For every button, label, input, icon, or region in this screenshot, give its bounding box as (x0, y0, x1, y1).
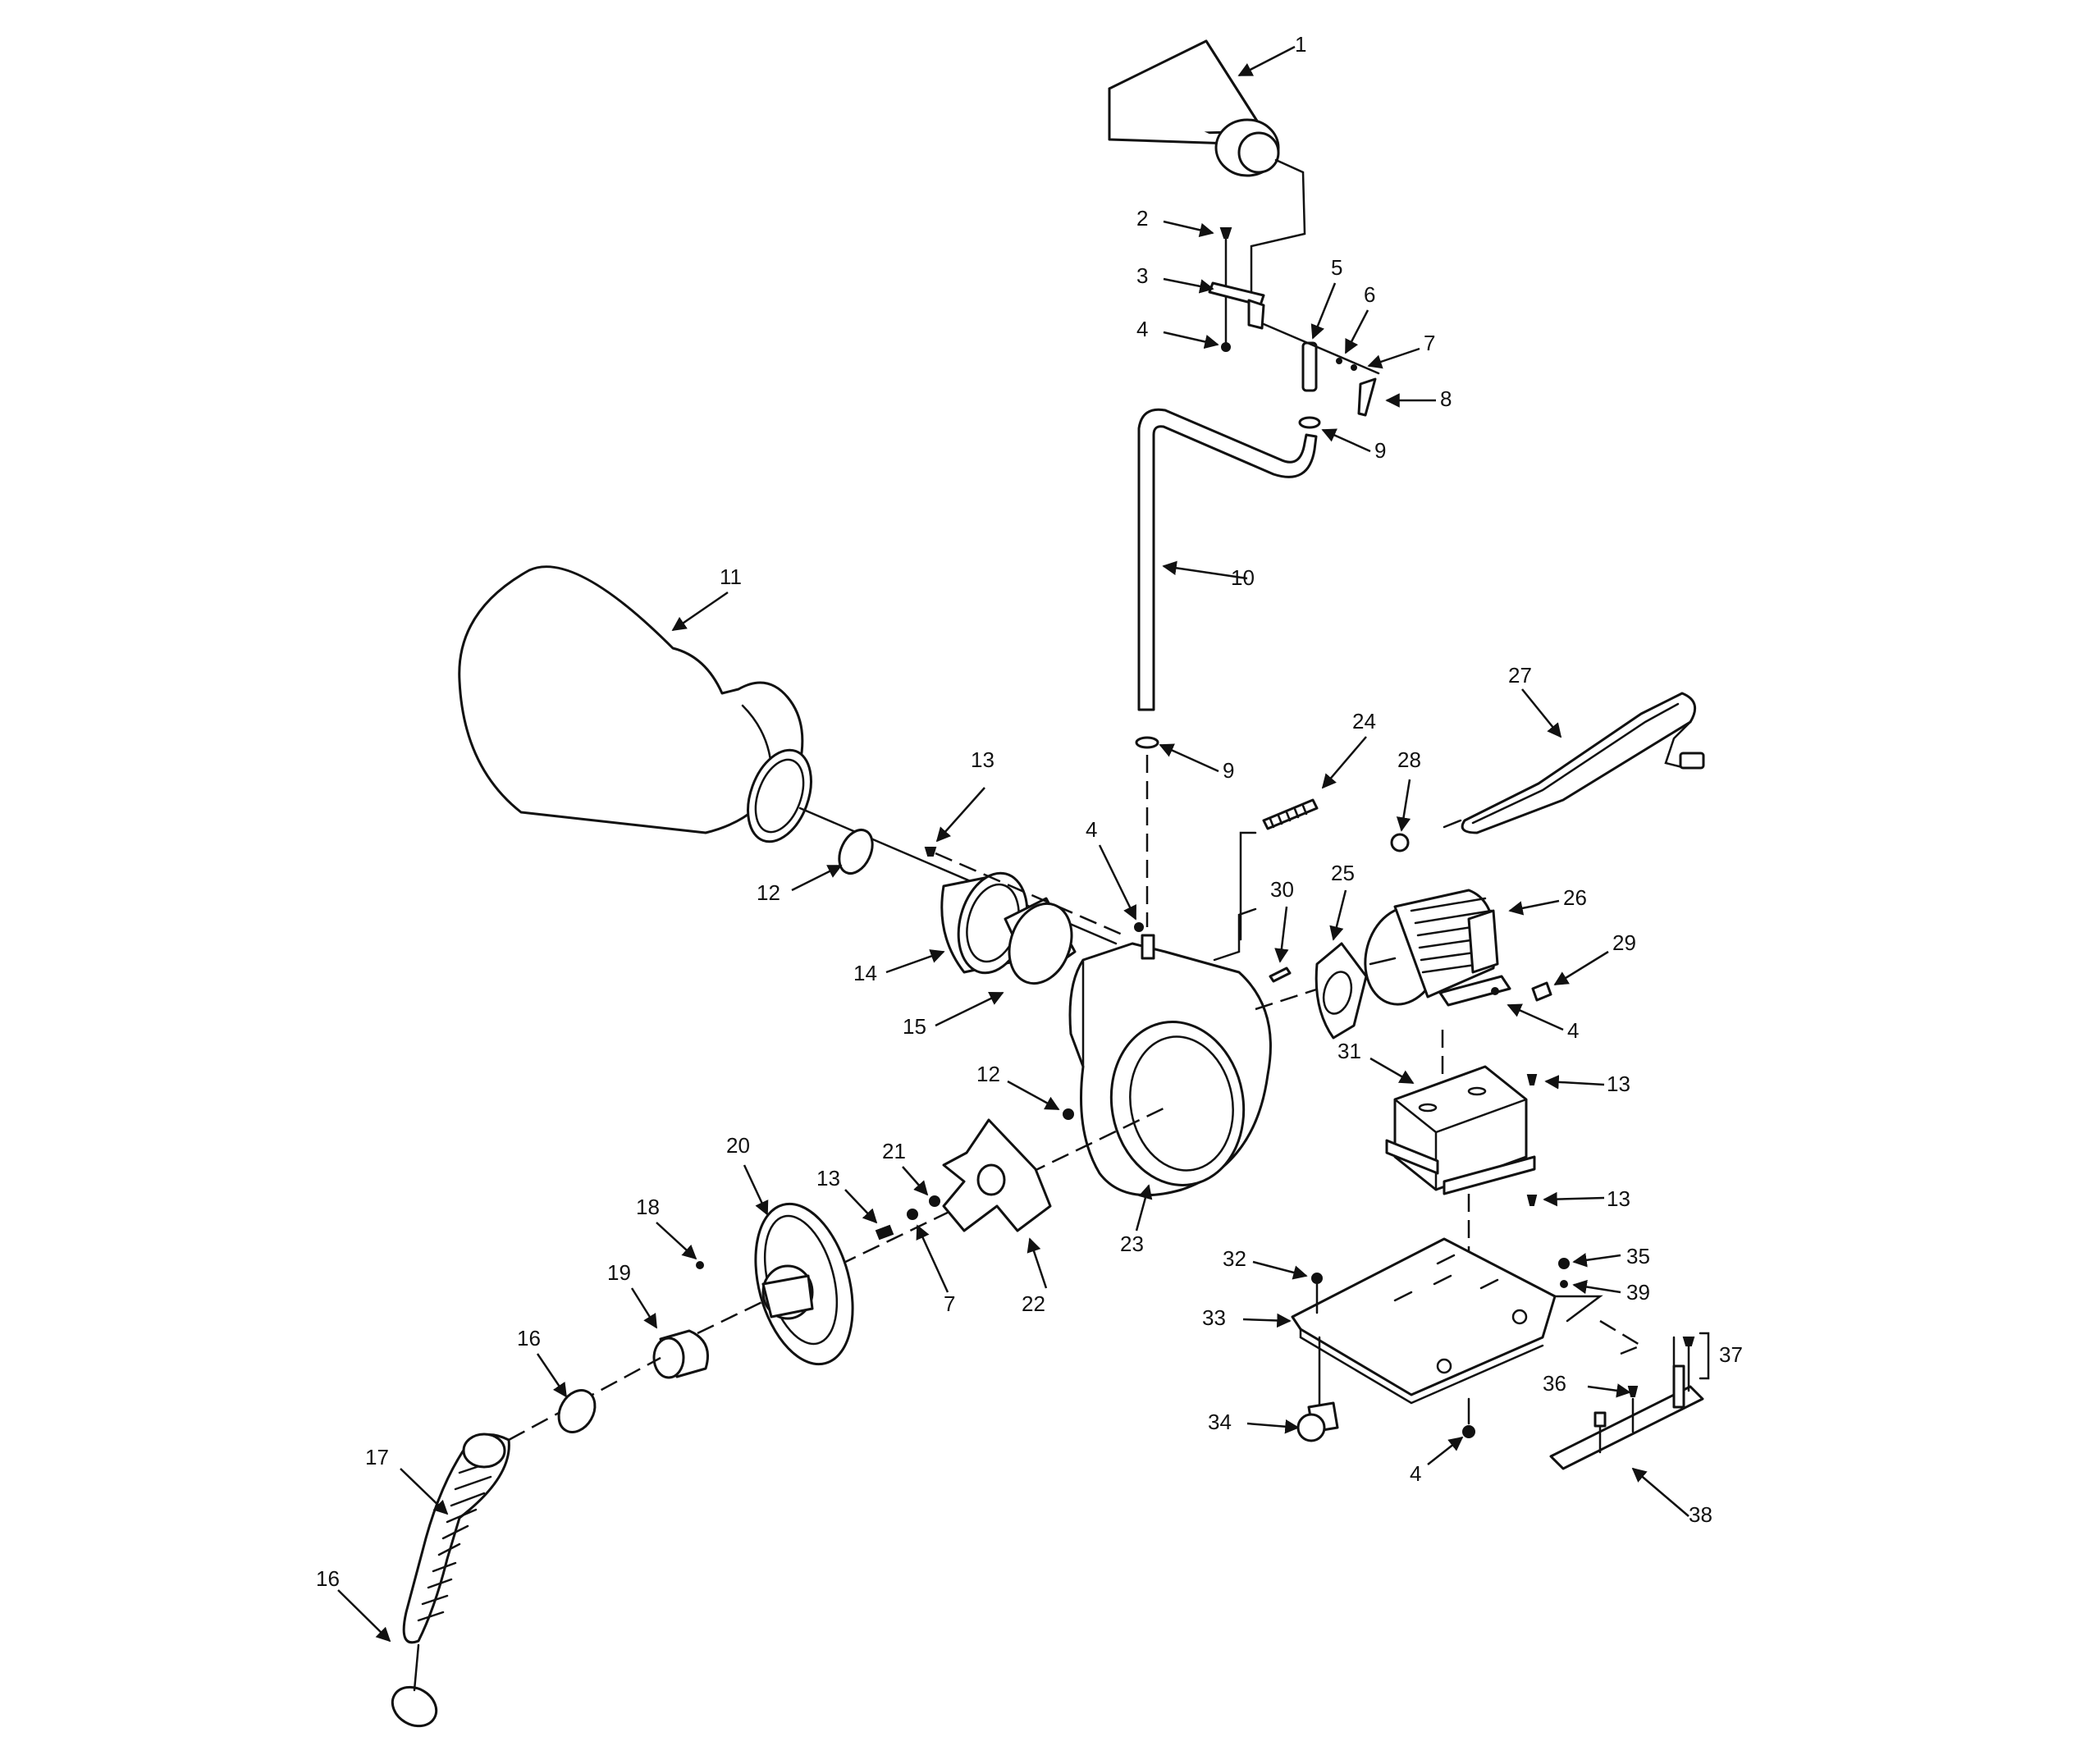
callout-label: 24 (1352, 709, 1376, 733)
callout-label: 18 (636, 1195, 660, 1219)
screw-part-13 (1526, 1195, 1538, 1206)
blower-housing-part-23 (1068, 934, 1272, 1197)
filter-bag-part-11 (458, 565, 812, 843)
callout-label: 34 (1208, 1410, 1232, 1434)
callout-label: 36 (1543, 1371, 1566, 1396)
callout-leaders (337, 45, 1689, 1643)
nut-part-28 (1390, 833, 1410, 852)
callout-label: 20 (726, 1133, 750, 1158)
callout-label: 12 (976, 1062, 1000, 1086)
callout-label: 32 (1223, 1246, 1246, 1271)
callout-label: 2 (1136, 206, 1148, 231)
screw-part-13 (924, 847, 1125, 937)
support-tube-part-10 (1137, 408, 1318, 711)
callout-label: 33 (1202, 1305, 1226, 1330)
callout-label: 35 (1626, 1244, 1650, 1268)
bracket-part-38 (1549, 1364, 1704, 1470)
assembly-line (413, 1643, 420, 1692)
hose-part-17 (402, 1433, 510, 1644)
callout-label: 8 (1440, 386, 1452, 411)
callout-label: 15 (903, 1014, 926, 1039)
callout-label: 31 (1337, 1039, 1361, 1063)
callout-label: 3 (1136, 263, 1148, 288)
hose-clamp-part-16 (557, 1389, 597, 1433)
callout-label: 27 (1508, 663, 1532, 688)
callout-label: 9 (1223, 758, 1234, 783)
hose-clamp-part-16 (391, 1685, 438, 1728)
upper-hardware-parts (1208, 227, 1380, 429)
callout-label: 28 (1397, 747, 1421, 772)
nut-part-32 (1311, 1273, 1323, 1284)
callout-label: 1 (1295, 32, 1306, 57)
power-cord-part-27 (1443, 692, 1705, 834)
callout-label: 22 (1022, 1291, 1045, 1316)
washer-part-39 (1560, 1280, 1568, 1288)
nut-part-4 (1462, 1425, 1475, 1438)
callout-label: 39 (1626, 1280, 1650, 1305)
switch-box-part-31 (1385, 1065, 1536, 1195)
nut-part-21 (929, 1195, 940, 1207)
spring-part-24 (1239, 798, 1319, 941)
inlet-cover-part-20 (754, 1202, 854, 1366)
callout-label: 13 (816, 1166, 840, 1190)
adapter-part-19 (652, 1329, 709, 1379)
callout-label: 13 (1607, 1186, 1630, 1211)
gasket-part-15 (1004, 897, 1077, 985)
callout-label: 7 (1424, 331, 1435, 355)
key-part-30 (1269, 967, 1292, 983)
screw-part-13 (1526, 1074, 1538, 1085)
callout-label: 9 (1374, 438, 1386, 463)
nut-part-35 (1558, 1258, 1570, 1269)
callout-label: 30 (1270, 877, 1294, 902)
callout-label: 13 (1607, 1072, 1630, 1096)
callout-label: 16 (316, 1566, 340, 1591)
motor-part-26 (1364, 889, 1511, 1007)
shaft (1213, 907, 1257, 962)
base-plate-part-33 (1291, 1237, 1603, 1405)
assembly-line (1599, 1319, 1644, 1355)
callout-label: 26 (1563, 885, 1587, 910)
strain-relief-part-29 (1531, 981, 1552, 1002)
callout-label: 10 (1231, 565, 1255, 590)
washer-part-9 (1135, 736, 1159, 749)
screw-part-18 (696, 1261, 704, 1269)
callout-label: 23 (1120, 1232, 1144, 1256)
nut-part-4 (1134, 922, 1144, 932)
washer-part-7 (907, 1209, 918, 1220)
bolt-part-37 (1672, 1332, 1710, 1392)
callout-label: 11 (720, 564, 742, 589)
callout-label: 7 (944, 1291, 955, 1316)
callout-label: 6 (1364, 282, 1375, 307)
callout-label: 19 (607, 1260, 631, 1285)
callout-label: 25 (1331, 861, 1355, 885)
callout-label: 12 (757, 880, 780, 905)
callout-label: 4 (1086, 817, 1097, 842)
callout-label: 5 (1331, 255, 1342, 280)
screw-part-13 (875, 1224, 894, 1241)
impeller-part-22 (942, 1118, 1052, 1232)
callout-label: 14 (853, 961, 877, 985)
callout-label: 21 (882, 1139, 906, 1163)
clamp-ring-part-12 (838, 829, 874, 875)
callout-label: 38 (1689, 1502, 1712, 1527)
callout-label: 16 (517, 1326, 541, 1350)
screw-part-12 (1063, 1108, 1074, 1120)
callout-label: 4 (1567, 1018, 1579, 1043)
motor-flange-part-25 (1315, 942, 1368, 1040)
callout-label: 37 (1719, 1342, 1743, 1367)
callout-label: 29 (1612, 930, 1636, 955)
caster-part-34 (1296, 1336, 1339, 1442)
hood-nozzle-part-1 (1108, 39, 1306, 305)
callout-label: 4 (1410, 1461, 1421, 1486)
callout-numbers: 1 2 3 4 5 6 7 8 9 10 11 9 24 27 28 13 12… (316, 32, 1743, 1591)
callout-label: 13 (971, 747, 994, 772)
nut-part-4 (1491, 987, 1499, 995)
callout-label: 17 (365, 1445, 389, 1469)
callout-label: 4 (1136, 317, 1148, 341)
